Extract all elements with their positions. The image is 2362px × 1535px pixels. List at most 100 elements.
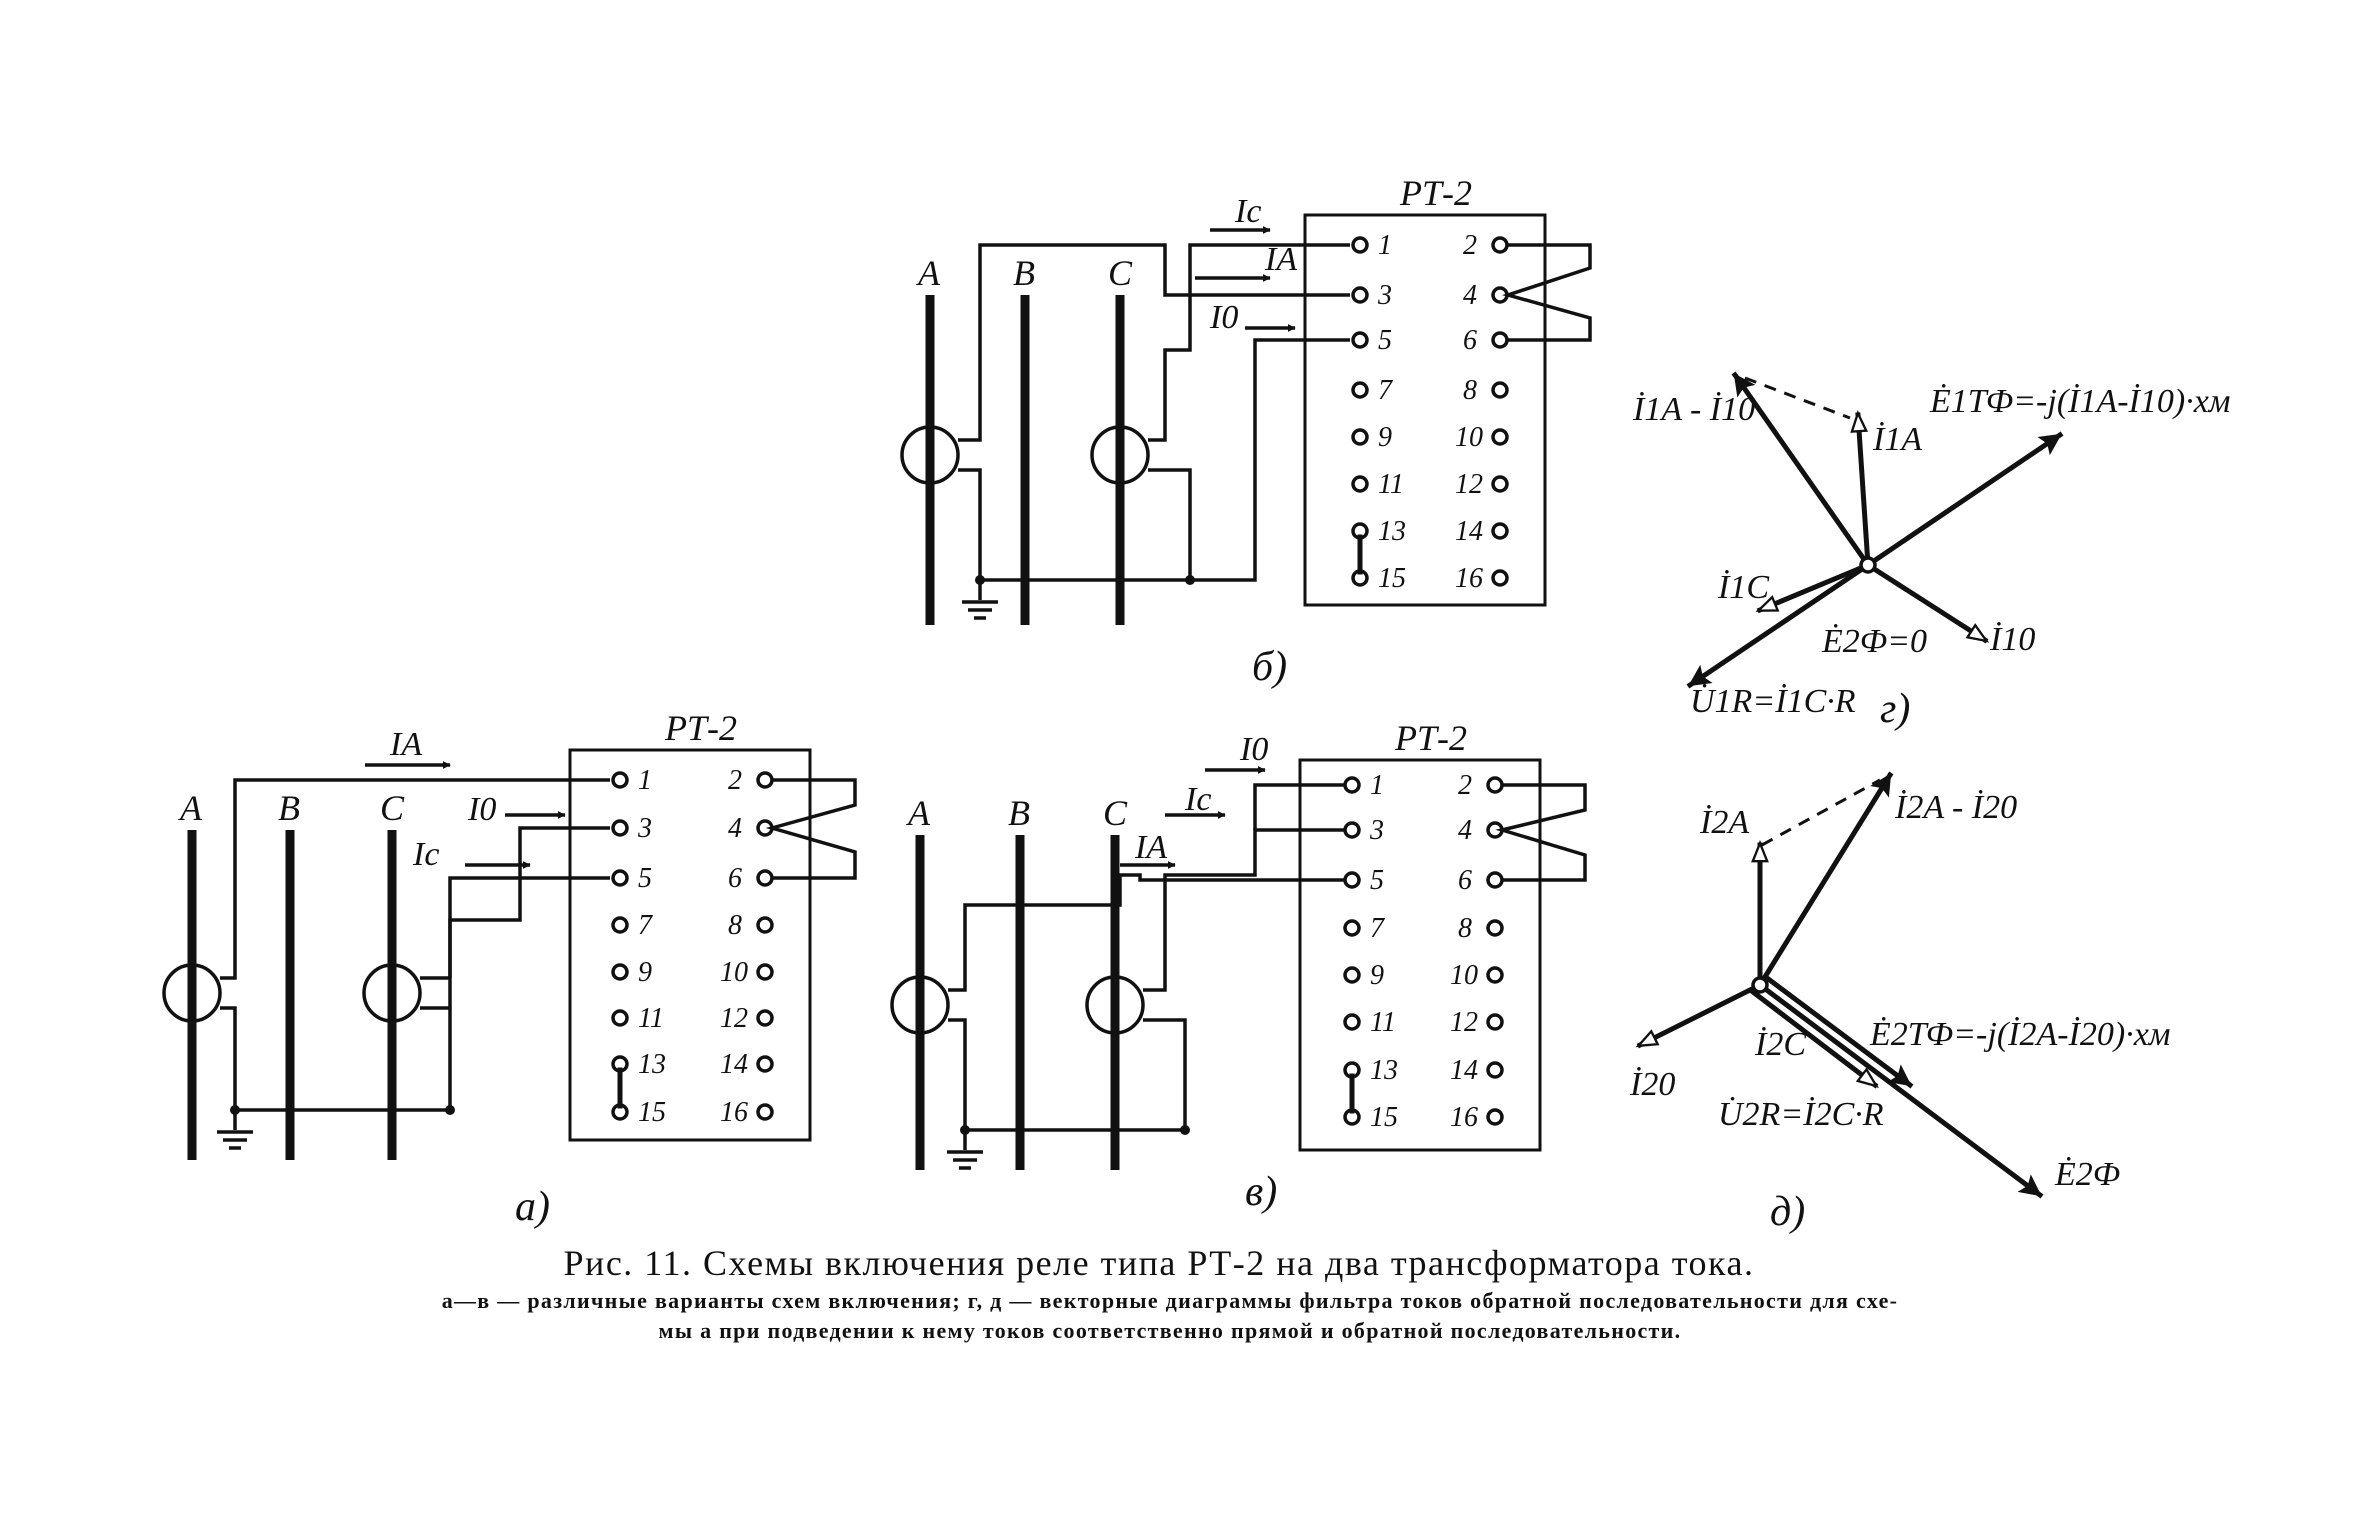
current-label-a: IA xyxy=(1264,241,1297,278)
svg-text:16: 16 xyxy=(1455,563,1483,594)
phase-label-b: B xyxy=(278,788,300,828)
svg-text:14: 14 xyxy=(1450,1055,1478,1086)
relay-box xyxy=(1298,758,1542,1152)
svg-text:5: 5 xyxy=(1370,865,1384,896)
svg-text:3: 3 xyxy=(1369,815,1384,846)
wire xyxy=(948,873,1345,992)
label-u2r: U̇2R=İ2C·R xyxy=(1718,1096,1884,1133)
label-u1r: U̇1R=İ1C·R xyxy=(1690,683,1856,720)
wire xyxy=(220,778,610,980)
caption-legend-line2: мы а при подведении к нему токов соответ… xyxy=(659,1318,1682,1343)
sublabel-a: а) xyxy=(515,1184,550,1230)
current-transformer-a xyxy=(900,425,960,485)
current-label-c: Iс xyxy=(1234,193,1261,230)
svg-text:12: 12 xyxy=(1450,1007,1478,1038)
svg-text:13: 13 xyxy=(638,1049,666,1080)
vector-e2f xyxy=(1756,981,2044,1199)
current-transformer-c xyxy=(1085,975,1145,1035)
phase-label-a: A xyxy=(178,788,203,828)
vector-i1a xyxy=(1858,415,1871,568)
svg-text:9: 9 xyxy=(1370,960,1384,991)
wire xyxy=(948,1018,1185,1132)
wire xyxy=(1143,1018,1187,1130)
caption-title: Рис. 11. Схемы включения реле типа РТ-2 … xyxy=(564,1243,1755,1283)
vector-i20 xyxy=(1640,981,1764,1049)
phase-label-a: A xyxy=(916,253,941,293)
origin xyxy=(1751,976,1769,994)
label-i2c: İ2C xyxy=(1754,1026,1806,1063)
current-transformer-c xyxy=(1090,425,1150,485)
wire xyxy=(1148,243,1350,442)
svg-text:7: 7 xyxy=(1370,913,1385,944)
svg-text:1: 1 xyxy=(1378,230,1392,261)
wire xyxy=(448,826,610,978)
svg-text:11: 11 xyxy=(1370,1007,1396,1038)
phase-label-c: C xyxy=(1103,793,1128,833)
diagram-b: РТ-2 A B C Iс IA I0 1 3 5 7 xyxy=(900,173,1592,690)
relay-label: РТ-2 xyxy=(664,708,737,748)
svg-text:2: 2 xyxy=(1458,770,1472,801)
svg-text:4: 4 xyxy=(1463,280,1477,311)
svg-text:5: 5 xyxy=(638,863,652,894)
svg-text:15: 15 xyxy=(638,1097,666,1128)
sublabel-v: в) xyxy=(1245,1169,1277,1215)
vector-i2c xyxy=(1749,988,1875,1089)
svg-text:7: 7 xyxy=(638,910,653,941)
vector-i10 xyxy=(1864,561,1985,644)
label-e1tf: Ė1ТФ=-j(İ1A-İ10)·xм xyxy=(1929,383,2231,420)
terminal-block: 1 3 5 7 9 11 13 15 2 4 6 8 10 12 14 16 xyxy=(1351,230,1509,594)
wire xyxy=(1253,783,1345,830)
svg-text:8: 8 xyxy=(1463,375,1477,406)
relay-box xyxy=(1303,213,1547,607)
vector-e1tf xyxy=(1864,431,2064,569)
wire xyxy=(1148,468,1192,580)
junction xyxy=(1185,575,1195,585)
svg-text:12: 12 xyxy=(1455,469,1483,500)
label-i2a: İ2A xyxy=(1699,804,1749,841)
terminal-block: 1 3 5 7 9 11 13 15 2 4 6 8 10 12 14 16 xyxy=(611,765,774,1128)
relay-label: РТ-2 xyxy=(1394,718,1467,758)
label-e2tf: Ė2ТФ=-j(İ2A-İ20)·xм xyxy=(1869,1016,2171,1053)
vector-i2a-minus-i20 xyxy=(1756,771,1894,989)
vector-e2tf xyxy=(1763,974,1914,1089)
current-label-c: Ic xyxy=(412,836,439,873)
svg-text:14: 14 xyxy=(720,1049,748,1080)
svg-text:2: 2 xyxy=(1463,230,1477,261)
current-transformer-c xyxy=(362,963,422,1023)
coil-winding xyxy=(1501,243,1592,342)
svg-text:13: 13 xyxy=(1370,1055,1398,1086)
current-label-c: Ic xyxy=(1184,781,1211,818)
vector-i1a-minus-i10 xyxy=(1731,371,1872,569)
svg-text:9: 9 xyxy=(638,957,652,988)
current-transformer-a xyxy=(162,963,222,1023)
svg-text:14: 14 xyxy=(1455,516,1483,547)
current-label-a: IA xyxy=(1134,829,1167,866)
svg-text:11: 11 xyxy=(638,1003,664,1034)
vector-diagram-d: İ2A İ2A - İ20 İ2C Ė2ТФ=-j(İ2A-İ20)·xм İ2… xyxy=(1629,771,2171,1235)
diagram-a: РТ-2 A B C IA I0 Ic 1 3 5 7 9 11 1 xyxy=(162,708,857,1230)
label-e2f: Ė2Ф xyxy=(2054,1156,2120,1193)
relay-label: РТ-2 xyxy=(1399,173,1472,213)
svg-text:15: 15 xyxy=(1378,563,1406,594)
wire xyxy=(1143,828,1345,992)
svg-text:4: 4 xyxy=(1458,815,1472,846)
vector-u1r xyxy=(1686,561,1872,689)
svg-text:1: 1 xyxy=(638,765,652,796)
svg-text:3: 3 xyxy=(1377,280,1392,311)
caption-legend-line1: а—в — различные варианты схем включения;… xyxy=(442,1288,1899,1313)
junction xyxy=(445,1105,455,1115)
wire xyxy=(958,243,1350,442)
label-i1a: İ1A xyxy=(1872,421,1922,458)
figure-caption: Рис. 11. Схемы включения реле типа РТ-2 … xyxy=(442,1243,1899,1343)
svg-text:6: 6 xyxy=(1458,865,1472,896)
svg-text:12: 12 xyxy=(720,1003,748,1034)
coil-winding xyxy=(765,778,857,880)
label-i10: İ10 xyxy=(1989,621,2035,658)
current-label-0: I0 xyxy=(1209,299,1238,336)
svg-text:9: 9 xyxy=(1378,422,1392,453)
coil-winding xyxy=(1495,783,1587,882)
junction xyxy=(1180,1125,1190,1135)
svg-text:10: 10 xyxy=(720,957,748,988)
terminal-block: 1 3 5 7 9 11 13 15 2 4 6 8 10 12 14 16 xyxy=(1343,770,1504,1133)
phase-label-b: B xyxy=(1013,253,1035,293)
